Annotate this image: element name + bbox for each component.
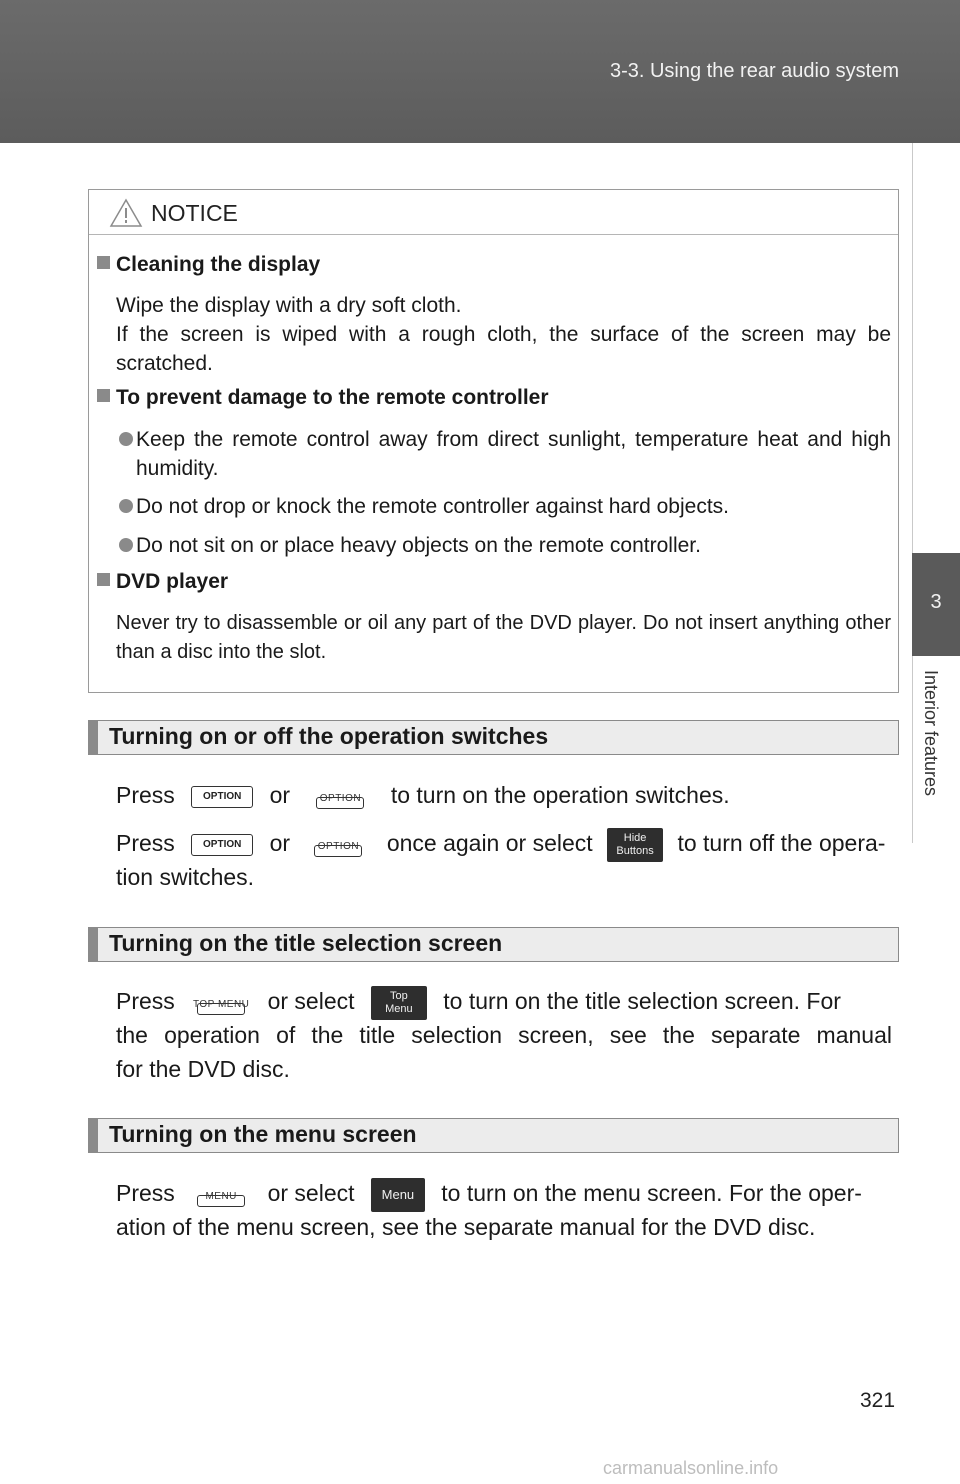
round-bullet-icon <box>119 538 133 552</box>
text: or select <box>267 1180 355 1206</box>
section-title: Turning on the title selection screen <box>109 930 503 956</box>
remote-bullet-1: Keep the remote control away from direct… <box>136 428 891 480</box>
section-title: Turning on the menu screen <box>109 1121 417 1147</box>
chapter-label-text: Interior features <box>921 670 941 797</box>
notice-title: NOTICE <box>151 200 238 226</box>
option-label: OPTION <box>317 840 360 852</box>
option-switch-icon: OPTION <box>310 782 370 812</box>
remote-bullet-2: Do not drop or knock the remote controll… <box>136 495 729 518</box>
header-title: 3-3. Using the rear audio system <box>609 60 899 82</box>
text: to turn off the opera- <box>677 830 886 856</box>
menu-label: Menu <box>385 1002 413 1015</box>
text: Press <box>116 1180 175 1206</box>
cleaning-text-2: If the screen is wiped with a rough clot… <box>116 323 891 375</box>
menu-switch-icon: MENU <box>191 1180 251 1210</box>
text: Press <box>116 988 175 1014</box>
top-menu-switch-icon: TOP MENU <box>191 988 251 1018</box>
text: to turn on the menu screen. For the oper… <box>441 1180 862 1206</box>
section-menu-screen: Turning on the menu screen <box>88 1118 899 1153</box>
warning-icon <box>109 198 143 227</box>
option-label: OPTION <box>319 792 362 804</box>
square-bullet-icon <box>97 573 110 586</box>
chapter-label: Interior features <box>920 670 950 830</box>
text: once again or select <box>386 830 593 856</box>
hide-label: Hide <box>623 831 647 844</box>
top-menu-label: TOP MENU <box>192 998 250 1010</box>
text: Press <box>116 782 175 808</box>
cleaning-text: Wipe the display with a dry soft cloth. <box>116 294 462 317</box>
notice-box: NOTICE Cleaning the display Wipe the dis… <box>88 189 899 693</box>
s3-line-2: ation of the menu screen, see the separa… <box>116 1214 816 1240</box>
option-button-icon: OPTION <box>191 785 254 808</box>
option-button-icon: OPTION <box>191 833 254 856</box>
notice-header: NOTICE <box>89 190 898 235</box>
menu-label: MENU <box>205 1190 237 1202</box>
side-divider <box>912 143 913 843</box>
top-menu-icon: Top Menu <box>370 985 427 1020</box>
cleaning-title: Cleaning the display <box>116 253 321 276</box>
s2-line-1: Press TOP MENU or select Top Menu to tur… <box>116 984 892 1020</box>
text: Press <box>116 830 175 856</box>
s2-line-3: for the DVD disc. <box>116 1056 290 1082</box>
text: or <box>269 782 291 808</box>
s2-line-2: the operation of the title selection scr… <box>116 1022 892 1048</box>
chapter-tab: 3 <box>912 553 960 656</box>
top-label: Top <box>390 989 408 1002</box>
hide-buttons-icon: Hide Buttons <box>607 827 664 862</box>
square-bullet-icon <box>97 256 110 269</box>
text: or select <box>267 988 355 1014</box>
section-title: Turning on or off the operation switches <box>109 723 549 749</box>
round-bullet-icon <box>119 499 133 513</box>
s3-line-1: Press MENU or select Menu to turn on the… <box>116 1176 892 1212</box>
s1-line-1: Press OPTION or OPTION to turn on the op… <box>116 778 892 812</box>
text: or <box>269 830 291 856</box>
dvd-title: DVD player <box>116 570 229 593</box>
remote-title: To prevent damage to the remote controll… <box>116 386 549 409</box>
text: to turn on the title selection screen. F… <box>443 988 841 1014</box>
s1-line-3: tion switches. <box>116 864 255 890</box>
square-bullet-icon <box>97 389 110 402</box>
round-bullet-icon <box>119 432 133 446</box>
page-header: 3-3. Using the rear audio system <box>0 0 960 143</box>
footer-watermark: carmanualsonline.info <box>603 1458 779 1478</box>
menu-icon: Menu <box>370 1177 425 1212</box>
remote-bullet-3: Do not sit on or place heavy objects on … <box>136 534 701 557</box>
dvd-text: Never try to disassemble or oil any part… <box>116 612 891 663</box>
section-operation-switches: Turning on or off the operation switches <box>88 720 899 755</box>
s1-line-2: Press OPTION or OPTION once again or sel… <box>116 826 892 862</box>
option-switch-icon: OPTION <box>308 830 368 860</box>
page-number: 321 <box>860 1389 896 1412</box>
chapter-number: 3 <box>930 591 942 613</box>
buttons-label: Buttons <box>616 844 654 857</box>
text: to turn on the operation switches. <box>390 782 730 808</box>
section-title-selection: Turning on the title selection screen <box>88 927 899 962</box>
